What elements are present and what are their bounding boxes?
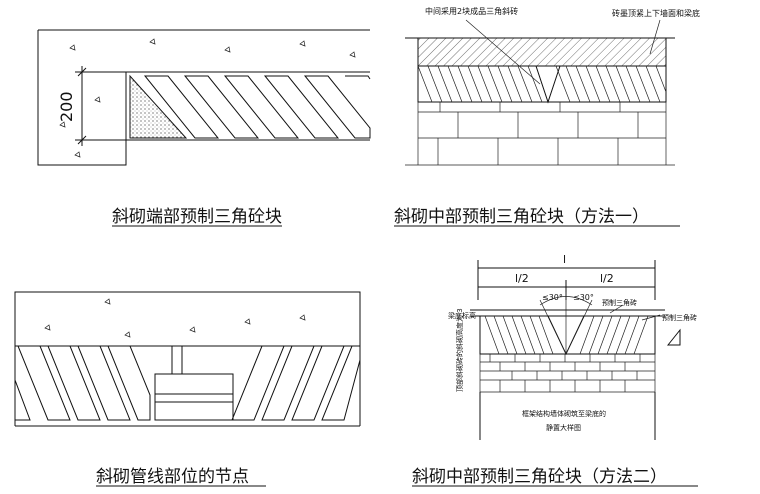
dim-half-right: l/2: [600, 272, 614, 285]
triangle-symbol: [666, 328, 681, 346]
label-precast-right: 预制三角砖: [662, 313, 697, 322]
dimension-label: 200: [57, 91, 76, 122]
slab-outline: [37, 29, 370, 166]
pipe-blocks: [154, 373, 234, 421]
note-left: 中间采用2块成品三角斜砖: [425, 6, 518, 16]
dimension-200: 200: [57, 66, 126, 146]
leader-right: [649, 19, 661, 55]
panel-pipeline-node: 斜砌管线部位的节点: [14, 291, 361, 487]
caption-tr: 斜砌中部预制三角砼块（方法一）: [394, 207, 649, 227]
diagonal-row-bricks: [417, 65, 667, 104]
diagonal-bricks: [143, 75, 371, 139]
beam-hatched: [417, 37, 667, 67]
angle-right: ≤30°: [573, 293, 594, 302]
angle-left: ≤30°: [542, 293, 563, 302]
label-beam: 梁底标高: [448, 311, 476, 320]
diagonal-layer-bricks: [484, 292, 649, 356]
panel-end-precast: 200 斜砌端部预制三角砼块: [37, 29, 371, 227]
brick-courses: [405, 102, 675, 166]
label-precast: 预制三角砖: [602, 298, 637, 307]
label-bottom-2: 静置大样图: [546, 423, 581, 432]
label-bottom-1: 框架结构墙体砌筑至梁底的: [522, 409, 606, 418]
brick-courses: [479, 354, 656, 393]
pipe: [171, 345, 183, 375]
caption-br: 斜砌中部预制三角砼块（方法二）: [412, 467, 667, 487]
left-diagonal-bricks: [14, 345, 151, 421]
concrete-marks: [44, 298, 306, 338]
dim-l: l: [563, 253, 566, 266]
panel-mid-precast-method2: l l/2 l/2 ≤30° ≤30°: [412, 253, 698, 487]
caption-bl: 斜砌管线部位的节点: [96, 467, 249, 487]
diagonal-layer: [479, 315, 656, 355]
leader-left: [465, 19, 541, 85]
caption-tl: 斜砌端部预制三角砼块: [112, 207, 282, 227]
panel-mid-precast-method1: 中间采用2块成品三角斜砖 砖墨顶紧上下墙面和梁底 斜砌中部预制三角砼块（方法一）: [394, 6, 700, 227]
label-side: 顶部斜砌砖的斜砌高度为 3: [455, 308, 464, 392]
note-right: 砖墨顶紧上下墙面和梁底: [612, 8, 700, 18]
concrete-marks: [59, 38, 356, 158]
right-diagonal-bricks: [231, 345, 361, 421]
slab: [14, 291, 361, 347]
precast-triangle: [129, 74, 188, 139]
dim-half-left: l/2: [515, 272, 529, 285]
